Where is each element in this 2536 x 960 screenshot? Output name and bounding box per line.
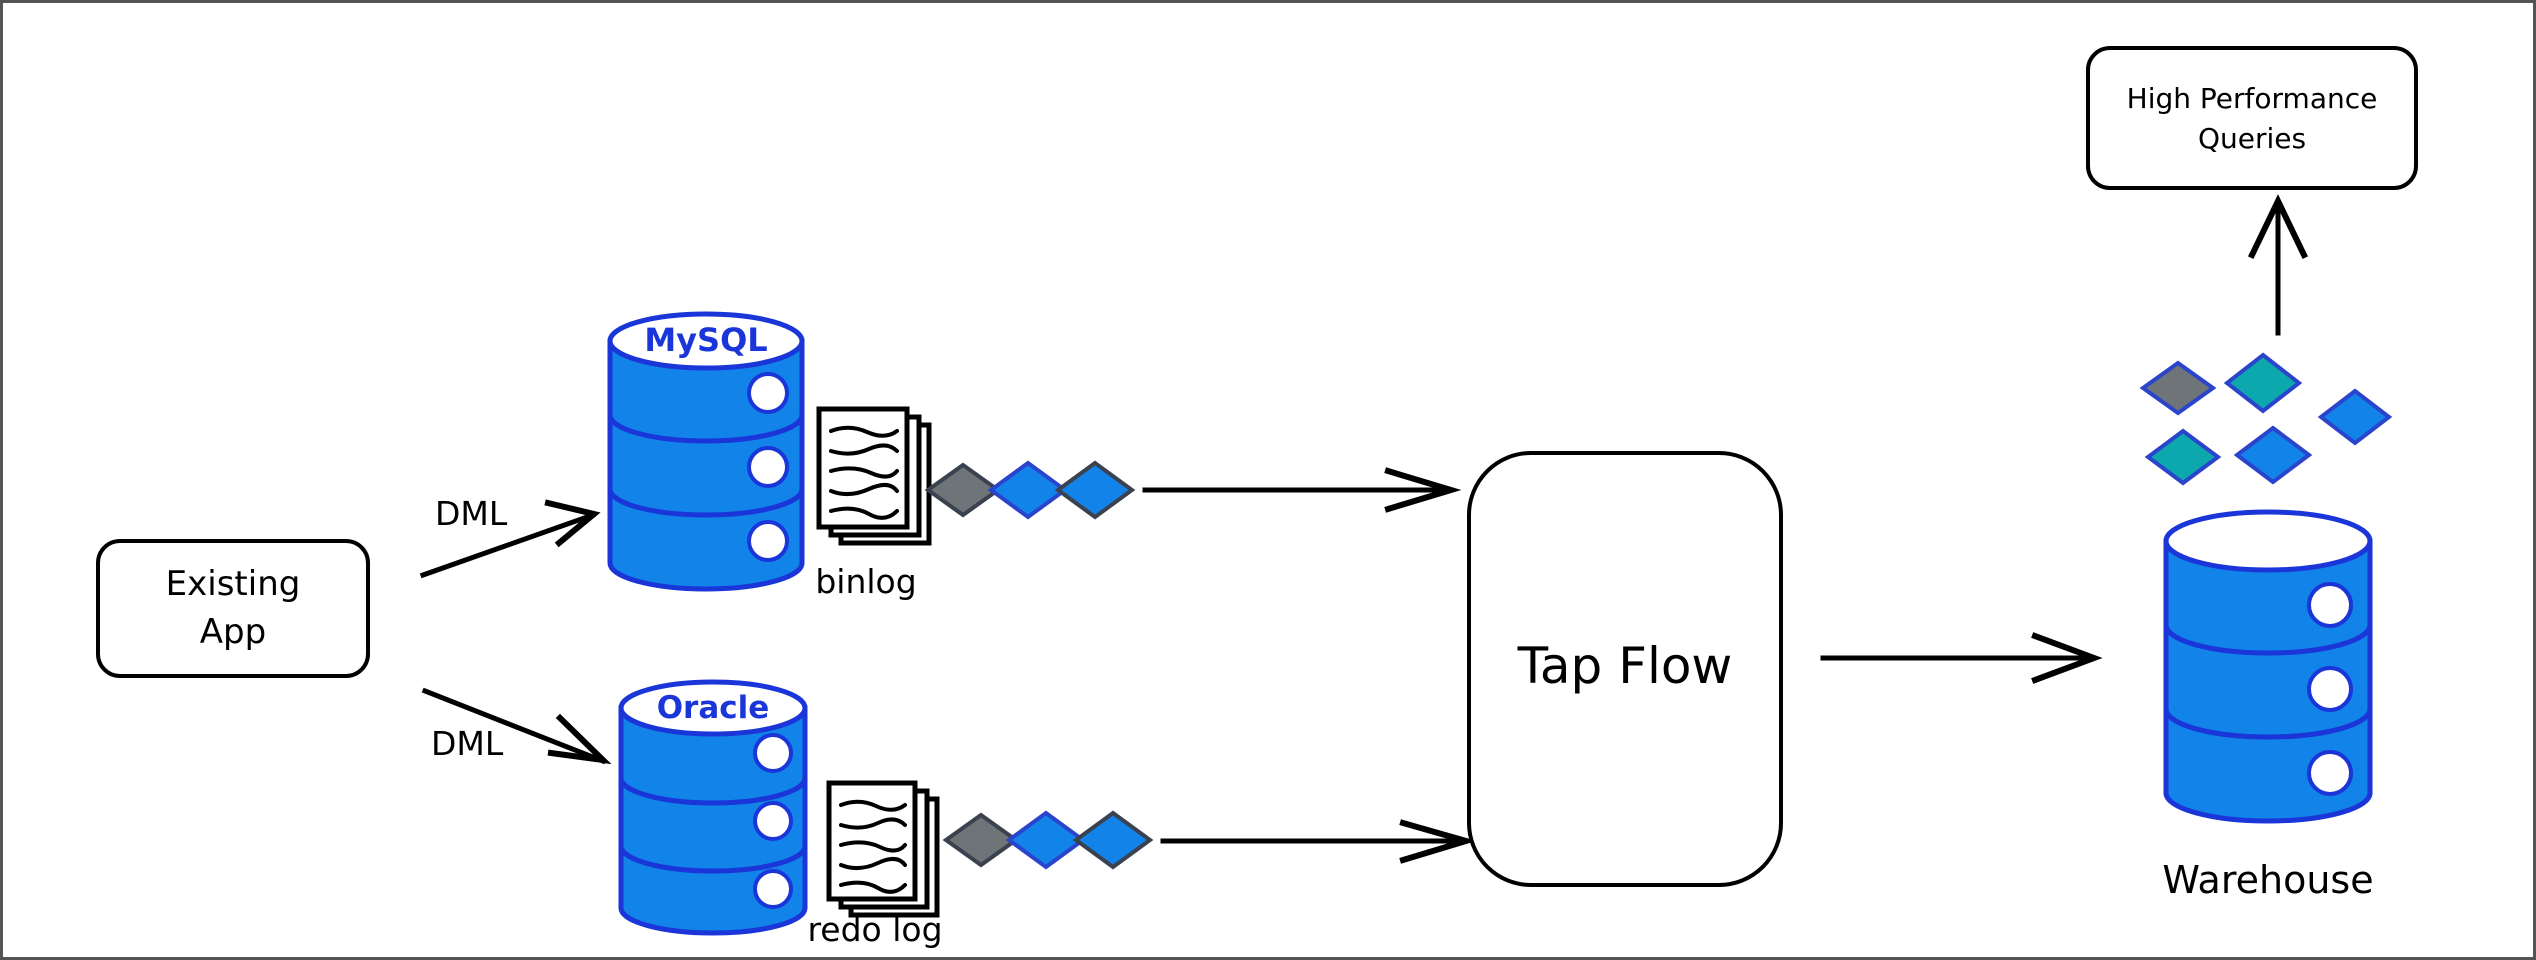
node-mysql-database[interactable]: MySQL	[607, 311, 805, 592]
redolog-doc-rule-4	[839, 857, 907, 870]
mysql-db-band-2	[607, 488, 805, 518]
node-oracle-database[interactable]: Oracle	[618, 679, 808, 936]
oracle-db-band-1	[618, 777, 808, 806]
existing-app-label-line2: App	[200, 612, 266, 652]
redolog-doc-front	[826, 780, 918, 902]
tap-flow-label: Tap Flow	[1517, 637, 1733, 695]
oracle-db-led-3	[753, 869, 793, 909]
dml-upper-arrow-line	[419, 511, 597, 579]
dml-lower-label: DML	[431, 724, 504, 763]
edge-app-to-mysql: DML	[419, 494, 601, 579]
binlog-doc-rule-4	[829, 483, 899, 496]
warehouse-db-band-1	[2163, 624, 2373, 656]
warehouse-diamond-5	[2233, 425, 2313, 485]
binlog-doc-rule-5	[829, 506, 899, 520]
binlog-stream-diamonds	[924, 460, 1136, 520]
oracle-db-title: Oracle	[657, 690, 770, 726]
warehouse-hpq-arrowhead	[2247, 194, 2309, 260]
node-high-performance-queries[interactable]: High Performance Queries	[2086, 46, 2418, 190]
hpq-box[interactable]	[2086, 46, 2418, 190]
redolog-doc-rule-5	[839, 880, 907, 894]
mysql-db-title: MySQL	[644, 321, 767, 359]
warehouse-db-band-2	[2163, 708, 2373, 740]
node-tap-flow[interactable]: Tap Flow	[1467, 451, 1783, 887]
redolog-diamond-1	[942, 812, 1020, 868]
edge-tapflow-to-warehouse	[1820, 632, 2103, 684]
mysql-db-led-3	[747, 520, 789, 562]
mysql-db-top	[607, 311, 805, 371]
warehouse-db-top	[2163, 509, 2373, 573]
hpq-label-line1: High Performance	[2127, 82, 2378, 115]
warehouse-db-led-2	[2307, 666, 2353, 712]
binlog-diamond-3	[1054, 460, 1136, 520]
tapflow-warehouse-arrowhead	[2031, 632, 2103, 684]
node-warehouse-database[interactable]: Warehouse	[2162, 509, 2374, 902]
warehouse-diamond-2	[2223, 352, 2303, 414]
dml-lower-arrow-line	[421, 687, 607, 765]
edge-app-to-oracle: DML	[421, 687, 612, 765]
binlog-diamond-1	[924, 462, 1002, 518]
warehouse-db-led-1	[2307, 582, 2353, 628]
architecture-diagram: Existing App DML DML	[96, 46, 2418, 949]
oracle-db-led-1	[753, 733, 793, 773]
redolog-stream-diamonds	[942, 810, 1154, 870]
edge-redolog-to-tapflow	[1160, 819, 1477, 864]
redo-log-label: redo log	[807, 910, 942, 949]
node-redolog-documents[interactable]: redo log	[807, 780, 943, 949]
dml-lower-arrowhead	[547, 713, 612, 765]
binlog-label: binlog	[815, 562, 916, 601]
binlog-doc-rule-1	[829, 425, 899, 438]
redolog-doc-rule-2	[839, 817, 907, 830]
warehouse-diamond-4	[2144, 428, 2222, 486]
warehouse-diamond-1	[2139, 360, 2217, 416]
warehouse-diamond-3	[2317, 388, 2393, 446]
mysql-db-band-1	[607, 414, 805, 444]
dml-upper-label: DML	[435, 494, 508, 533]
redolog-tapflow-arrowhead	[1399, 819, 1477, 864]
redolog-diamond-3	[1072, 810, 1154, 870]
redolog-doc-rule-3	[839, 840, 907, 853]
binlog-tapflow-arrowhead	[1384, 467, 1462, 513]
existing-app-box[interactable]	[96, 539, 370, 678]
warehouse-label: Warehouse	[2162, 858, 2373, 902]
binlog-diamond-2	[987, 460, 1069, 520]
mysql-db-led-2	[747, 446, 789, 488]
edge-binlog-to-tapflow	[1142, 467, 1462, 513]
mysql-db-led-1	[747, 372, 789, 414]
binlog-doc-rule-3	[829, 466, 899, 479]
oracle-db-led-2	[753, 801, 793, 841]
oracle-db-band-2	[618, 845, 808, 874]
tap-flow-box[interactable]	[1467, 451, 1783, 887]
hpq-label-line2: Queries	[2198, 122, 2306, 155]
redolog-doc-rule-1	[839, 799, 907, 812]
existing-app-label-line1: Existing	[166, 564, 301, 604]
binlog-doc-rule-2	[829, 443, 899, 456]
node-existing-app[interactable]: Existing App	[96, 539, 370, 678]
oracle-db-top	[618, 679, 808, 737]
redolog-diamond-2	[1005, 810, 1087, 870]
warehouse-db-led-3	[2307, 750, 2353, 796]
warehouse-cluster-diamonds	[2139, 352, 2393, 486]
node-binlog-documents[interactable]: binlog	[815, 406, 932, 601]
edge-warehouse-to-hpq	[2247, 194, 2309, 336]
dml-upper-arrowhead	[544, 499, 601, 548]
